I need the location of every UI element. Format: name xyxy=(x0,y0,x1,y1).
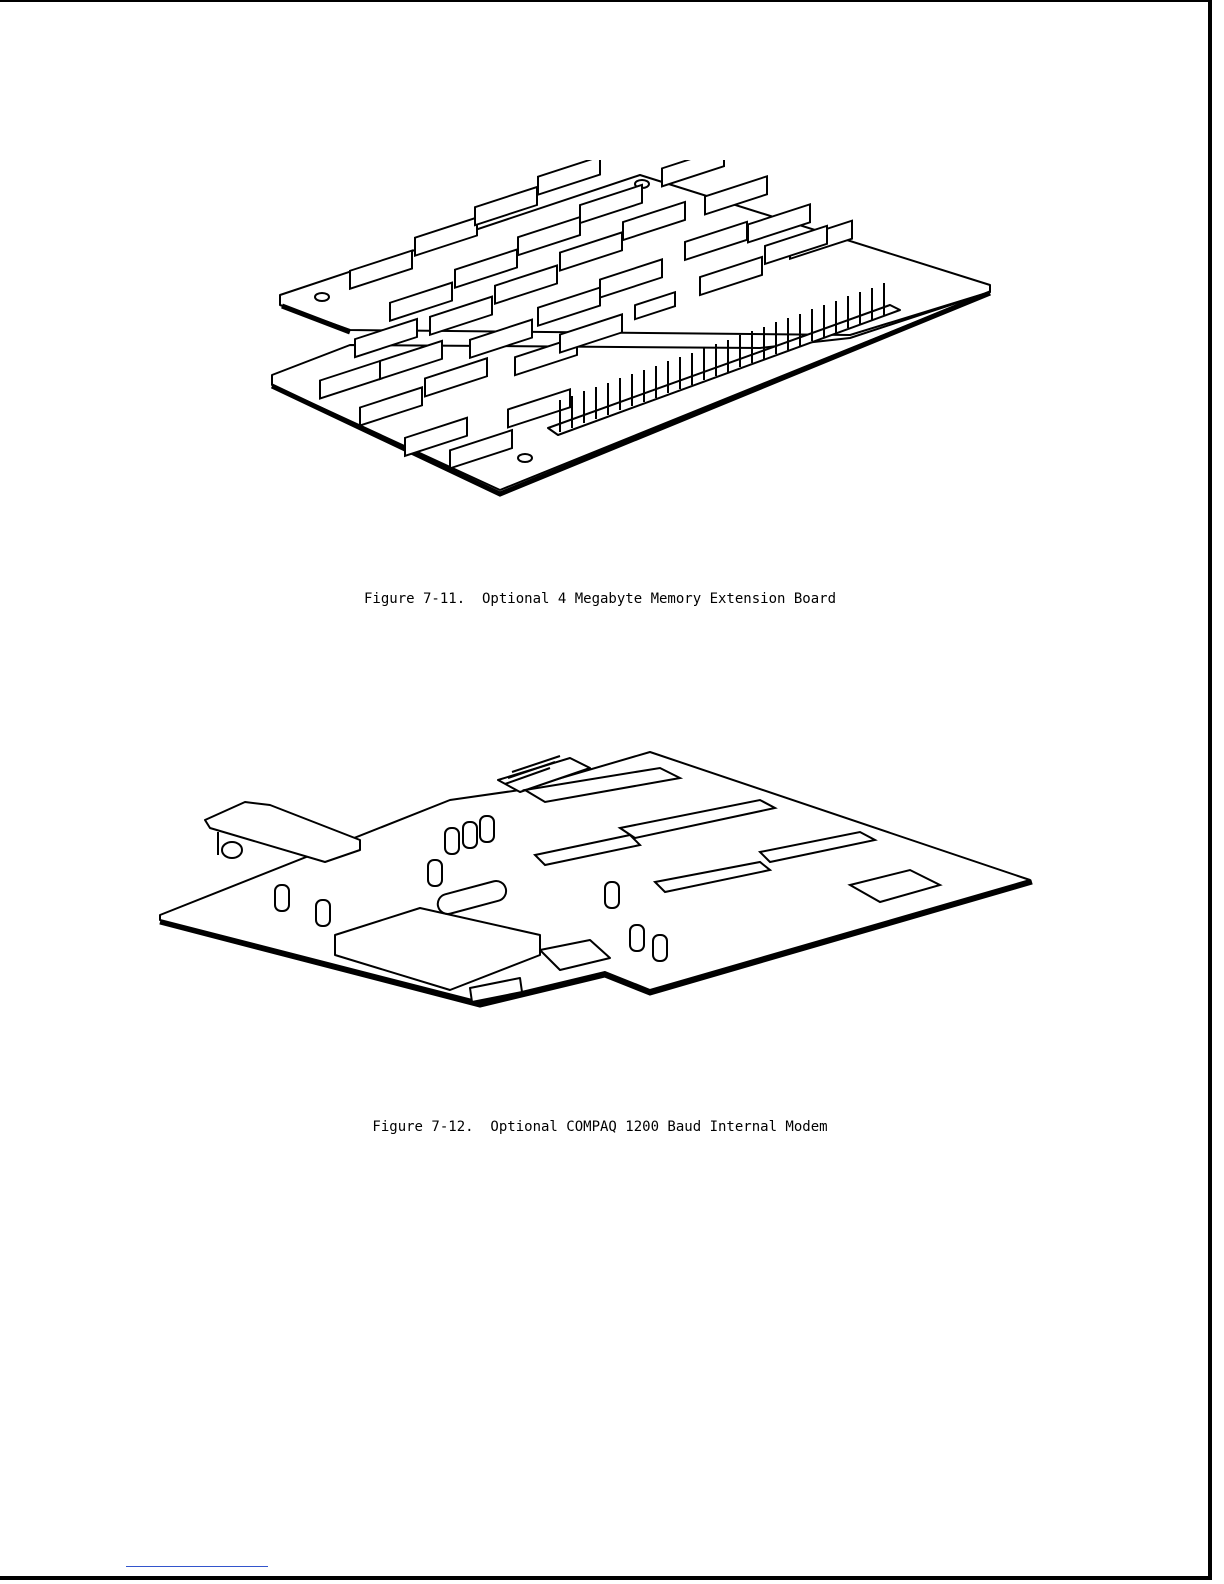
figure-7-11-label: Figure 7-11. xyxy=(364,591,465,607)
phone-jack-bracket xyxy=(205,802,360,862)
figure-7-11-caption: Figure 7-11. Optional 4 Megabyte Memory … xyxy=(0,591,1200,607)
footer-rule xyxy=(126,1566,268,1567)
page-border-top xyxy=(0,0,1212,2)
figure-7-12-title: Optional COMPAQ 1200 Baud Internal Modem xyxy=(490,1119,827,1135)
figure-7-11-title: Optional 4 Megabyte Memory Extension Boa… xyxy=(482,591,836,607)
page-border-bottom xyxy=(0,1576,1212,1580)
figure-7-12-label: Figure 7-12. xyxy=(372,1119,473,1135)
modem-board-illustration xyxy=(150,740,1040,1040)
page-border-right xyxy=(1208,0,1212,1580)
figure-7-12-caption: Figure 7-12. Optional COMPAQ 1200 Baud I… xyxy=(0,1119,1200,1135)
memory-board-illustration xyxy=(260,160,1000,510)
